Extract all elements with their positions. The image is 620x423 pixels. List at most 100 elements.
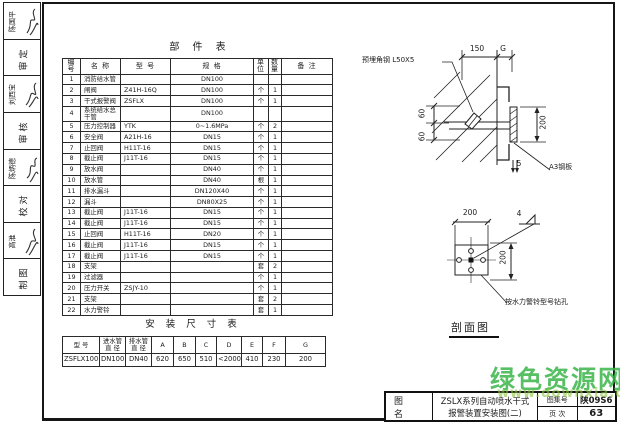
table-cell: 压力控制器: [80, 120, 121, 133]
table-cell: 2: [62, 84, 81, 97]
table-cell: DN15: [170, 250, 254, 262]
table-cell: [281, 185, 333, 198]
table-cell: [120, 271, 171, 284]
column-header: 排水管 直 径: [125, 336, 152, 354]
table-cell: DN80X25: [170, 196, 254, 208]
center-anchor: [468, 257, 474, 263]
table-cell: 套: [253, 304, 269, 316]
column-header: 规 格: [170, 58, 254, 75]
table-cell: [281, 196, 333, 208]
atlas-row: 图集号 陕09S6: [538, 393, 615, 407]
table-cell: DN100: [99, 353, 126, 367]
table-cell: [120, 163, 171, 176]
signer-printed-name: 高淮: [8, 234, 17, 249]
table-cell: 根: [253, 174, 269, 187]
atlas-number-label: 图集号: [538, 393, 578, 406]
table-cell: 截止阀: [80, 152, 121, 165]
table-cell: 18: [62, 260, 81, 273]
column-header: C: [195, 336, 217, 354]
table-cell: DN120X40: [170, 185, 254, 198]
table-cell: 0~1.6MPa: [170, 120, 254, 133]
column-header: G: [285, 336, 326, 354]
table-cell: [120, 304, 171, 316]
drawing-title: ZSLX系列自动喷水干式 报警装置安装图(二): [433, 393, 538, 420]
table-cell: 2: [268, 293, 282, 306]
table-cell: 2: [268, 120, 282, 133]
table-cell: DN100: [170, 95, 254, 108]
table-cell: [281, 95, 333, 108]
table-cell: 干式报警阀: [80, 95, 121, 108]
table-cell: A21H-16: [120, 131, 171, 144]
table-cell: [281, 250, 333, 262]
approval-strip: 陈国平 审定 刘西宝 审核 陈炳德 校对 高淮: [3, 2, 41, 296]
table-cell: 漏斗: [80, 196, 121, 208]
signer-printed-name: 刘西宝: [8, 84, 17, 106]
table-cell: 压力开关: [80, 282, 121, 295]
drawing-title-line2: 报警装置安装图(二): [448, 407, 522, 418]
bolt-holes: [456, 248, 486, 273]
drawing-name-label: 图 名: [386, 393, 433, 420]
dim-150: 150: [469, 44, 485, 53]
table-cell: DN40: [170, 174, 254, 187]
table-cell: 截止阀: [80, 250, 121, 262]
table-cell: 套: [253, 260, 269, 273]
table-cell: [170, 304, 254, 316]
table-cell: 止回阀: [80, 228, 121, 241]
table-cell: 个: [253, 185, 269, 198]
column-header: A: [151, 336, 174, 354]
dim-g: G: [500, 44, 506, 53]
table-cell: 个: [253, 239, 269, 252]
role-cell: 审定: [3, 38, 41, 77]
table-cell: 650: [173, 353, 196, 367]
table-cell: [281, 293, 333, 306]
table-cell: 1: [268, 239, 282, 252]
plate-label: A3钢板: [549, 163, 573, 171]
table-cell: 个: [253, 120, 269, 133]
table-cell: 个: [253, 84, 269, 97]
table-cell: DN15: [170, 152, 254, 165]
table-cell: DN15: [170, 206, 254, 219]
table-cell: 个: [253, 95, 269, 108]
page-number-label: 页 次: [538, 407, 578, 420]
handwritten-signature: [26, 8, 39, 36]
table-cell: [281, 217, 333, 230]
table-cell: ZSJY-10: [120, 282, 171, 295]
table-cell: [281, 106, 333, 122]
table-cell: 止回阀: [80, 142, 121, 154]
table-cell: 个: [253, 196, 269, 208]
table-cell: 安全阀: [80, 131, 121, 144]
table-cell: DN15: [170, 239, 254, 252]
table-cell: [170, 260, 254, 273]
table-cell: [253, 73, 269, 86]
watermark-site-name: 绿色资源网: [490, 365, 620, 394]
table-cell: 14: [62, 217, 81, 230]
table-cell: 个: [253, 217, 269, 230]
signer-cell: 陈炳德: [3, 148, 41, 187]
weld-size-5: 5: [516, 159, 522, 168]
table-cell: 个: [253, 271, 269, 284]
table-cell: 1: [268, 196, 282, 208]
role-cell: 校对: [3, 185, 41, 223]
table-cell: [281, 271, 333, 284]
table-cell: 5: [62, 120, 81, 133]
page-row: 页 次 63: [538, 407, 615, 420]
table-cell: [268, 73, 282, 86]
title-block: 图 名 ZSLX系列自动喷水干式 报警装置安装图(二) 图集号 陕09S6 页 …: [384, 391, 617, 422]
weld-size-4: 4: [516, 209, 522, 218]
table-cell: 个: [253, 163, 269, 176]
table-cell: 个: [253, 131, 269, 144]
section-caption: 剖面图: [451, 321, 490, 334]
column-header: 编号: [62, 58, 81, 75]
